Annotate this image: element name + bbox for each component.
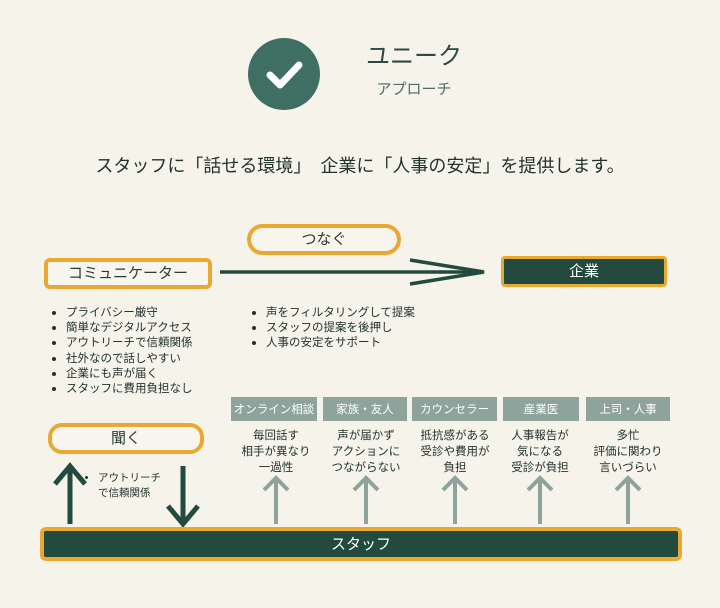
channel-doctor-desc: 人事報告が 気になる 受診が負担: [511, 428, 569, 474]
list-item: プライバシー厳守: [66, 305, 252, 320]
list-item: 簡単なデジタルアクセス: [66, 320, 252, 335]
list-item: 声をフィルタリングして提案: [266, 305, 492, 320]
list-item: 社外なので話しやすい: [66, 351, 252, 366]
check-icon: [266, 61, 303, 89]
channel-boss: 上司・人事: [586, 397, 670, 421]
down-arrow: [166, 466, 200, 528]
list-item: アウトリーチで信頼関係: [66, 335, 252, 350]
check-badge: [248, 38, 320, 110]
channel-online-desc: 毎回話す 相手が異なり 一過性: [241, 428, 311, 474]
channel-counselor-desc: 抵抗感がある 受診や費用が 負担: [420, 428, 490, 474]
tsunagu-label: つなぐ: [247, 224, 401, 255]
outreach-note: アウトリーチ で信頼関係: [88, 471, 198, 501]
list-item: 人事の安定をサポート: [266, 335, 492, 350]
list-item: スタッフに費用負担なし: [66, 381, 252, 396]
channel-online: オンライン相談: [231, 397, 317, 421]
channel-boss-desc: 多忙 評価に関わり 言いづらい: [593, 428, 663, 474]
up-arrow: [53, 462, 87, 524]
channel-counselor: カウンセラー: [412, 397, 497, 421]
page-title: ユニーク: [366, 42, 462, 70]
page-subtitle: アプローチ: [376, 80, 452, 98]
communicator-points: プライバシー厳守 簡単なデジタルアクセス アウトリーチで信頼関係 社外なので話し…: [52, 305, 252, 396]
kiku-label: 聞く: [48, 423, 204, 454]
staff-node: スタッフ: [40, 527, 682, 561]
connect-arrow: [220, 258, 485, 286]
channel-arrows: [262, 475, 642, 524]
communicator-node: コミュニケーター: [44, 258, 212, 289]
company-node: 企業: [501, 256, 667, 287]
list-item: 企業にも声が届く: [66, 366, 252, 381]
outreach-note-line: アウトリーチ で信頼関係: [98, 471, 198, 501]
channel-family-desc: 声が届かず アクションに つながらない: [331, 428, 401, 474]
tsunagu-points: 声をフィルタリングして提案 スタッフの提案を後押し 人事の安定をサポート: [252, 305, 492, 351]
channel-family: 家族・友人: [323, 397, 407, 421]
list-item: スタッフの提案を後押し: [266, 320, 492, 335]
tagline: スタッフに「話せる環境」 企業に「人事の安定」を提供します。: [95, 156, 625, 177]
channel-doctor: 産業医: [503, 397, 579, 421]
